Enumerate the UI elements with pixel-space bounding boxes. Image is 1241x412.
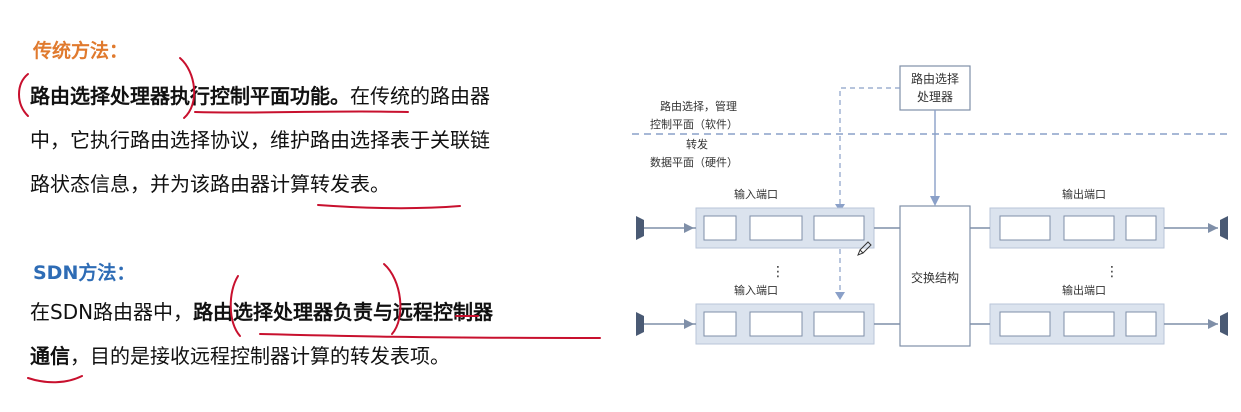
text-panel: 传统方法： 路由选择处理器执行控制平面功能。在传统的路由器 中，它执行路由选择协… bbox=[18, 40, 630, 384]
switch-fabric-box bbox=[899, 205, 971, 347]
output-port-top-cell-2 bbox=[1063, 215, 1115, 241]
sdn-line-2-rest: ，目的是接收远程控制器计算的转发表项。 bbox=[70, 344, 450, 368]
processor-link-arrow-bottom bbox=[835, 292, 845, 300]
router-architecture-diagram: 路由选择 处理器 路由选择，管理 控制平面（软件） 转发 数据平面（硬件） 输入… bbox=[628, 40, 1234, 380]
processor-label-1: 路由选择 bbox=[911, 71, 959, 86]
data-plane-label-2: 数据平面（硬件） bbox=[650, 155, 738, 169]
output-link-top-arrow bbox=[1208, 223, 1218, 233]
input-port-top-label: 输入端口 bbox=[734, 187, 778, 201]
link-marker-right-top bbox=[1220, 216, 1228, 240]
processor-label-2: 处理器 bbox=[917, 90, 953, 104]
input-port-top-cell-1 bbox=[703, 215, 737, 241]
ink-bracket-left bbox=[18, 73, 29, 117]
sdn-line-2: 通信，目的是接收远程控制器计算的转发表项。 bbox=[30, 334, 630, 378]
output-link-bottom-arrow bbox=[1208, 319, 1218, 329]
traditional-line-1: 路由选择处理器执行控制平面功能。在传统的路由器 bbox=[30, 74, 615, 118]
input-port-bottom-cell-2 bbox=[749, 311, 803, 337]
link-marker-left-top bbox=[636, 216, 644, 240]
input-port-bottom-cell-1 bbox=[703, 311, 737, 337]
output-port-top-cell-3 bbox=[1125, 215, 1157, 241]
input-port-top-cell-2 bbox=[749, 215, 803, 241]
dots-output: ⋮ bbox=[1105, 264, 1119, 280]
control-plane-label-1: 路由选择，管理 bbox=[660, 99, 737, 113]
sdn-line-1: 在SDN路由器中，路由选择处理器负责与远程控制器 bbox=[30, 290, 630, 334]
input-link-bottom-arrow bbox=[684, 319, 694, 329]
sdn-bold-word: 通信 bbox=[30, 344, 70, 368]
input-port-bottom-label: 输入端口 bbox=[734, 283, 778, 297]
data-plane-label-1: 转发 bbox=[686, 137, 708, 151]
link-marker-right-bottom bbox=[1220, 312, 1228, 336]
traditional-paragraph: 路由选择处理器执行控制平面功能。在传统的路由器 中，它执行路由选择协议，维护路由… bbox=[30, 74, 615, 206]
link-marker-left-bottom bbox=[636, 312, 644, 336]
sdn-bold-phrase: 路由选择处理器负责与远程控制器 bbox=[193, 300, 494, 324]
traditional-line-1-rest: 在传统的路由器 bbox=[350, 84, 490, 108]
input-port-top-cell-3 bbox=[813, 215, 865, 241]
traditional-line-2: 中，它执行路由选择协议，维护路由选择表于关联链 bbox=[30, 128, 490, 152]
traditional-bold-phrase: 路由选择处理器执行控制平面功能。 bbox=[30, 84, 350, 108]
output-port-bottom-cell-2 bbox=[1063, 311, 1115, 337]
processor-to-fabric-arrow bbox=[930, 196, 940, 206]
sdn-paragraph: 在SDN路由器中，路由选择处理器负责与远程控制器 通信，目的是接收远程控制器计算… bbox=[30, 290, 630, 378]
output-port-bottom-cell-3 bbox=[1125, 311, 1157, 337]
dots-input: ⋮ bbox=[771, 264, 785, 280]
diagram-svg: 路由选择 处理器 路由选择，管理 控制平面（软件） 转发 数据平面（硬件） 输入… bbox=[632, 65, 1230, 347]
input-port-bottom-cell-3 bbox=[813, 311, 865, 337]
output-port-bottom-cell-1 bbox=[999, 311, 1051, 337]
traditional-line-3: 路状态信息，并为该路由器计算转发表。 bbox=[30, 172, 390, 196]
output-port-bottom-label: 输出端口 bbox=[1062, 283, 1106, 297]
traditional-heading: 传统方法： bbox=[33, 40, 129, 62]
control-plane-label-2: 控制平面（软件） bbox=[650, 117, 738, 131]
output-port-top-cell-1 bbox=[999, 215, 1051, 241]
processor-link-to-ports bbox=[839, 87, 900, 206]
output-port-top-label: 输出端口 bbox=[1062, 187, 1106, 201]
sdn-heading: SDN方法： bbox=[33, 262, 136, 284]
sdn-line-1-plain: 在SDN路由器中， bbox=[30, 300, 194, 324]
pen-cursor-icon bbox=[857, 241, 872, 256]
input-link-top-arrow bbox=[684, 223, 694, 233]
switch-fabric-label: 交换结构 bbox=[911, 270, 959, 285]
